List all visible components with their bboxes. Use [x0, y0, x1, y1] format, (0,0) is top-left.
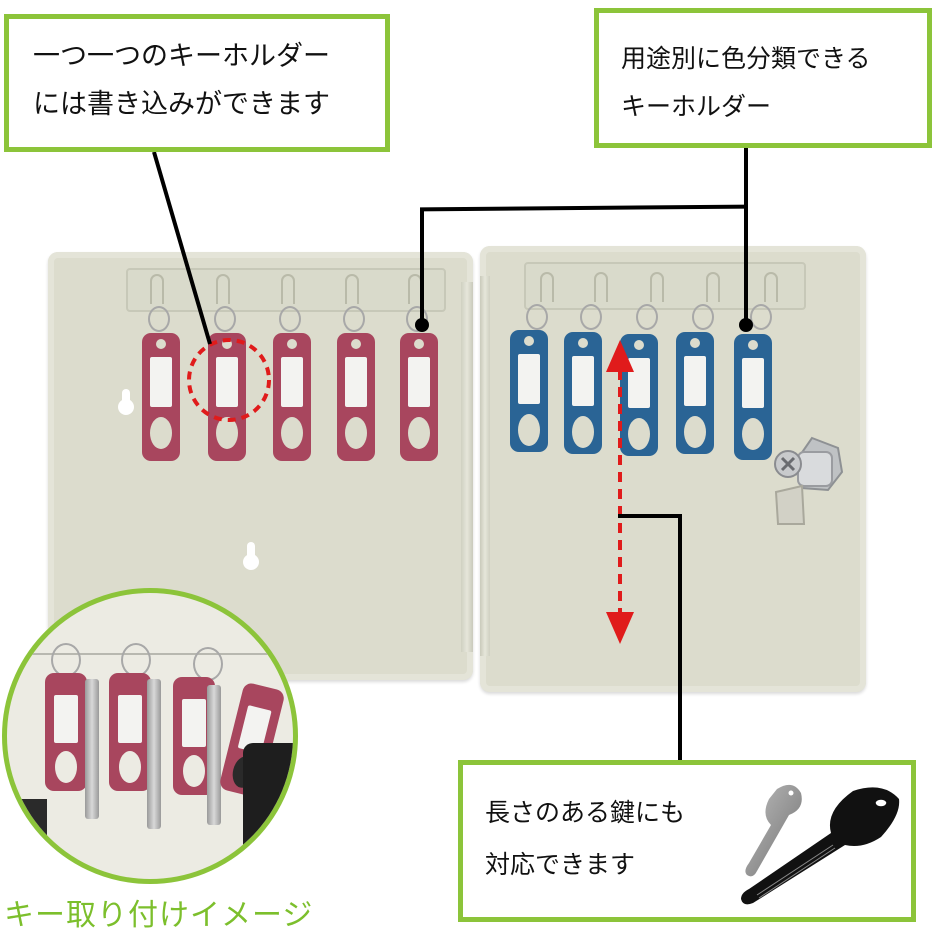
key-ring — [148, 306, 170, 332]
key-ring — [406, 306, 428, 332]
key-ring — [279, 306, 301, 332]
callout-text: 用途別に色分類できる — [621, 44, 871, 73]
hook — [281, 274, 295, 304]
hinge — [480, 276, 490, 656]
inset-key-blade — [147, 679, 161, 829]
leader-line-long-keys-h — [618, 514, 682, 518]
callout-writable-tags: 一つ一つのキーホルダー には書き込みができます — [4, 14, 390, 152]
write-on-label — [684, 356, 706, 406]
key-tag-blue — [510, 330, 548, 452]
hook — [706, 272, 720, 302]
write-on-label — [281, 357, 303, 407]
inset-key-tag — [45, 673, 87, 791]
key-ring — [580, 304, 602, 330]
hook — [594, 272, 608, 302]
key-ring — [51, 643, 81, 677]
inset-dark-corner — [7, 799, 47, 879]
key-ring — [750, 304, 772, 330]
inset-key-tag — [109, 673, 151, 791]
inset-key-blade — [207, 685, 221, 825]
callout-text: 対応できます — [485, 850, 636, 879]
pointer-dot — [415, 318, 429, 332]
write-on-label — [572, 356, 594, 406]
mounting-keyhole-upper — [115, 387, 137, 421]
inset-caption: キー取り付けイメージ — [4, 898, 314, 933]
callout-text: 一つ一つのキーホルダー — [33, 41, 330, 72]
key-ring — [692, 304, 714, 330]
leader-line-color-left — [420, 208, 424, 326]
callout-color-coding: 用途別に色分類できる キーホルダー — [594, 8, 932, 148]
inset-black-fob — [243, 743, 293, 873]
key-tag-red — [400, 333, 438, 461]
key-ring — [526, 304, 548, 330]
write-on-label — [150, 357, 172, 407]
leader-line-writable — [152, 151, 212, 345]
hinge — [461, 282, 473, 652]
hook — [345, 274, 359, 304]
key-ring — [214, 306, 236, 332]
write-on-label — [518, 354, 540, 404]
keys-illustration-icon — [741, 784, 900, 905]
length-arrow-icon — [606, 340, 634, 644]
hook — [650, 272, 664, 302]
key-ring — [193, 647, 223, 681]
write-on-label — [216, 357, 238, 407]
key-tag-red — [142, 333, 180, 461]
write-on-label — [345, 357, 367, 407]
key-tag-red — [208, 333, 246, 461]
key-tag-blue — [564, 332, 602, 454]
hook — [150, 274, 164, 304]
hook — [540, 272, 554, 302]
leader-line-color-branch — [419, 204, 749, 212]
right-hook-strip — [524, 262, 806, 310]
callout-text: には書き込みができます — [33, 89, 330, 120]
write-on-label — [408, 357, 430, 407]
hook — [764, 272, 778, 302]
key-ring — [636, 304, 658, 330]
write-on-label — [742, 358, 764, 408]
key-tag-blue — [620, 334, 658, 456]
callout-text: 長さのある鍵にも — [485, 798, 686, 827]
key-ring — [121, 643, 151, 677]
mounting-keyhole-lower — [240, 540, 262, 576]
key-tag-red — [337, 333, 375, 461]
key-tag-blue — [676, 332, 714, 454]
key-ring — [343, 306, 365, 332]
callout-long-keys: 長さのある鍵にも 対応できます — [458, 760, 916, 922]
key-tag-red — [273, 333, 311, 461]
pointer-dot — [739, 318, 753, 332]
hook — [216, 274, 230, 304]
callout-text: キーホルダー — [621, 92, 772, 121]
key-mounting-inset — [2, 588, 298, 884]
highlight-circle — [187, 338, 271, 422]
leader-line-color — [744, 146, 748, 326]
leader-line-long-keys-v — [678, 514, 682, 762]
key-tag-blue — [734, 334, 772, 460]
inset-key-blade — [85, 679, 99, 819]
write-on-label — [628, 358, 650, 408]
cam-lock-icon — [772, 432, 852, 536]
